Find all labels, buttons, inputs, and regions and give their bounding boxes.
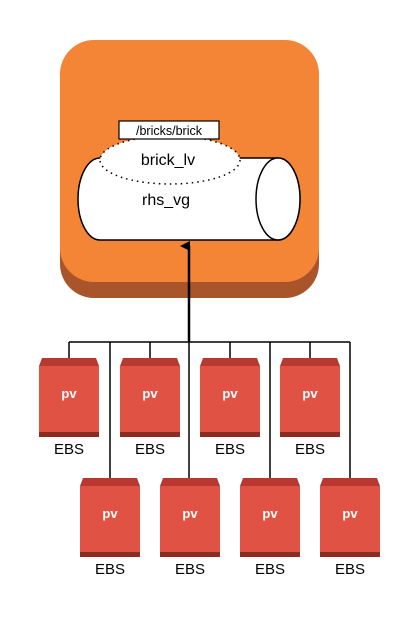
ebs-volume: pv EBS (160, 478, 220, 578)
volume-base (280, 432, 340, 437)
connector-lines (68, 241, 351, 478)
volume-base (160, 552, 220, 557)
volume-body (200, 366, 260, 432)
ebs-label: EBS (54, 441, 84, 458)
ebs-volume: pv EBS (280, 358, 340, 458)
ebs-label: EBS (135, 441, 165, 458)
pv-label: pv (262, 506, 278, 521)
volume-top (320, 478, 380, 486)
volume-top (80, 478, 140, 486)
pv-label: pv (102, 506, 118, 521)
logical-volume-ellipse (99, 135, 241, 185)
ebs-volume: pv EBS (80, 478, 140, 578)
mount-point-label: /bricks/brick (136, 124, 203, 138)
ebs-label: EBS (255, 561, 285, 578)
volume-base (200, 432, 260, 437)
ebs-volume: pv EBS (320, 478, 380, 578)
logical-volume-label: brick_lv (141, 152, 195, 169)
pv-label: pv (182, 506, 198, 521)
pv-label: pv (302, 386, 318, 401)
volume-top (160, 478, 220, 486)
ebs-label: EBS (215, 441, 245, 458)
volume-base (39, 432, 99, 437)
volume-top (200, 358, 260, 366)
mount-point-box (118, 120, 220, 140)
pv-label: pv (342, 506, 358, 521)
volume-body (240, 486, 300, 552)
volume-group-label: rhs_vg (142, 192, 190, 209)
volume-body (120, 366, 180, 432)
pv-label: pv (61, 386, 77, 401)
volume-base (80, 552, 140, 557)
ebs-label: EBS (175, 561, 205, 578)
ebs-volume: pv EBS (39, 358, 99, 458)
pv-label: pv (222, 386, 238, 401)
volume-base (240, 552, 300, 557)
volume-body (80, 486, 140, 552)
ebs-label: EBS (295, 441, 325, 458)
volume-body (280, 366, 340, 432)
volume-base (120, 432, 180, 437)
ebs-label: EBS (95, 561, 125, 578)
upper-volume-row: pv EBS pv EBS pv EBS pv EBS (39, 358, 340, 458)
ebs-volume: pv EBS (240, 478, 300, 578)
volume-top (240, 478, 300, 486)
ebs-volume: pv EBS (120, 358, 180, 458)
volume-top (120, 358, 180, 366)
lower-volume-row: pv EBS pv EBS pv EBS pv EBS (80, 478, 380, 578)
cylinder-end-cap (255, 157, 301, 241)
ebs-label: EBS (335, 561, 365, 578)
volume-base (320, 552, 380, 557)
volume-top (280, 358, 340, 366)
volume-body (39, 366, 99, 432)
ebs-volume: pv EBS (200, 358, 260, 458)
volume-top (39, 358, 99, 366)
volume-body (320, 486, 380, 552)
volume-body (160, 486, 220, 552)
pv-label: pv (142, 386, 158, 401)
